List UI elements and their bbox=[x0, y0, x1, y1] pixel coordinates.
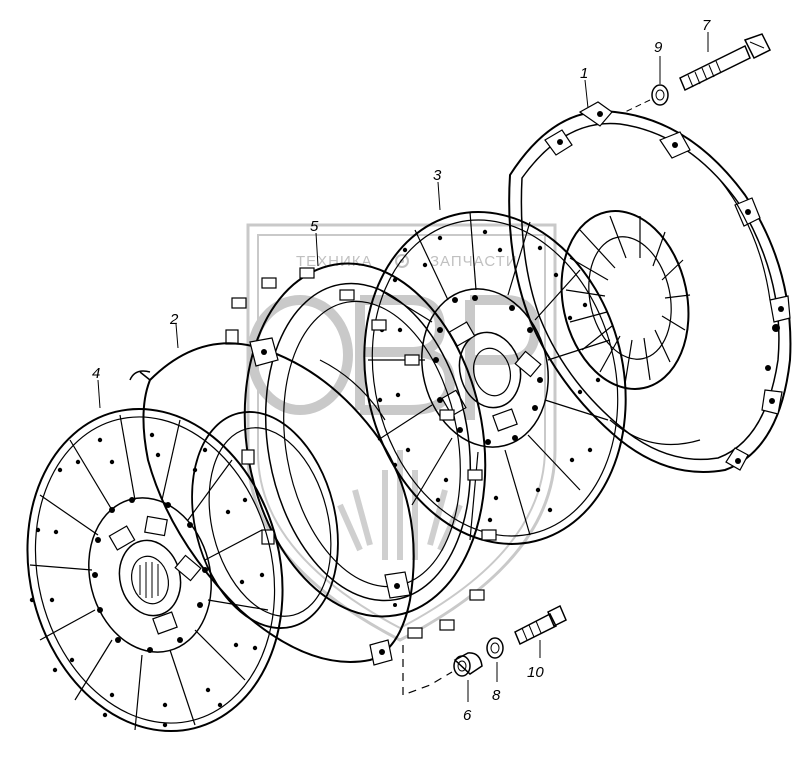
leader-lines bbox=[97, 32, 709, 702]
watermark-left-text: ТЕХНИКА bbox=[296, 253, 373, 270]
disc-4-rivets bbox=[29, 432, 265, 728]
part-3-driven-disc-rear bbox=[363, 211, 627, 545]
callout-labels: 1 2 3 4 5 6 7 8 9 10 bbox=[92, 17, 711, 724]
part-6-bushing bbox=[453, 652, 483, 677]
callout-1: 1 bbox=[580, 65, 588, 82]
callout-7: 7 bbox=[702, 17, 711, 34]
callout-4: 4 bbox=[92, 365, 100, 382]
callout-3: 3 bbox=[433, 167, 442, 184]
part-8-washer bbox=[486, 637, 504, 659]
part-5-ring bbox=[225, 262, 497, 639]
part-10-bolt bbox=[514, 604, 567, 646]
part-7-bolt bbox=[679, 33, 772, 92]
part-1-pressure-plate-cover bbox=[508, 101, 792, 473]
disc-3-rivets bbox=[377, 229, 601, 523]
callout-6: 6 bbox=[463, 707, 472, 724]
callout-2: 2 bbox=[169, 311, 179, 328]
part-2-housing bbox=[129, 337, 415, 666]
part-4-driven-disc-front bbox=[26, 407, 284, 733]
assembly-lines bbox=[402, 645, 453, 696]
part-9-washer bbox=[624, 84, 669, 113]
callout-10: 10 bbox=[527, 664, 544, 681]
callout-8: 8 bbox=[492, 687, 501, 704]
callout-5: 5 bbox=[310, 218, 319, 235]
callout-9: 9 bbox=[654, 39, 663, 56]
